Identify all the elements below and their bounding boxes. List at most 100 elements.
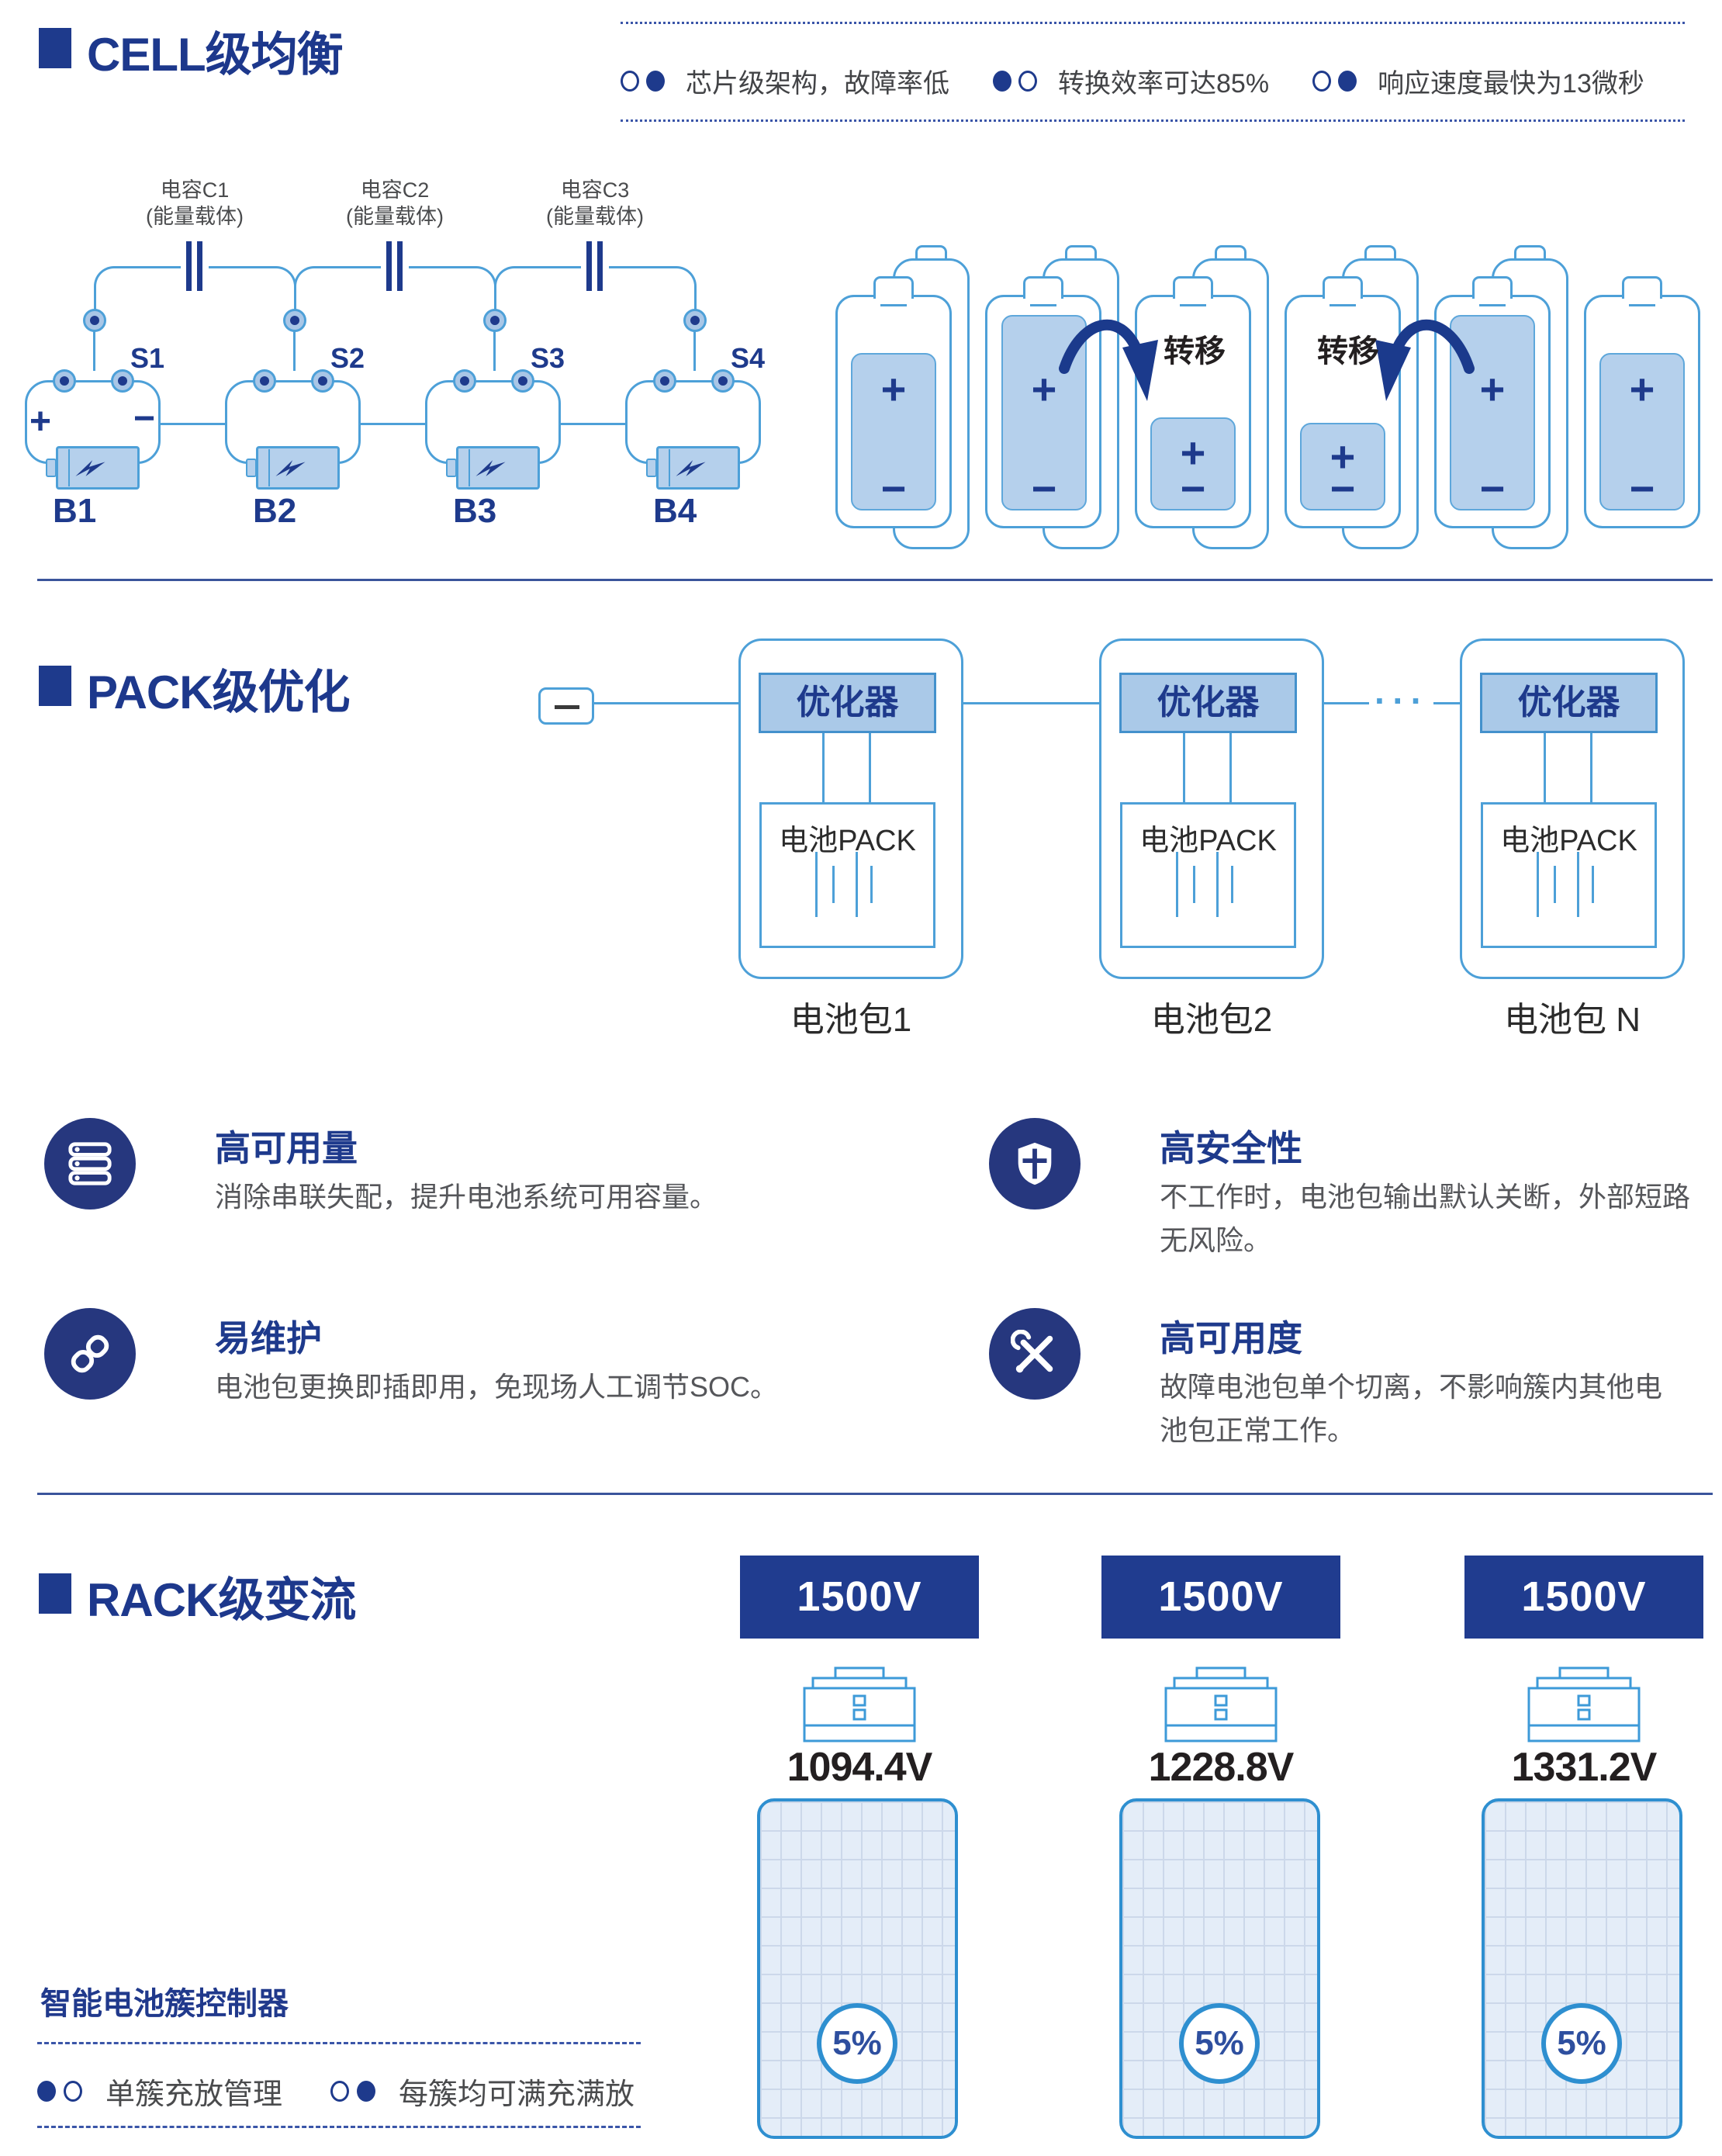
battery-pack-label: 电池PACK bbox=[1500, 825, 1637, 857]
charge-level bbox=[851, 353, 936, 510]
wire bbox=[963, 702, 1099, 704]
battery-cap-dash bbox=[880, 304, 907, 306]
highlight-text: 响应速度最快为13微秒 bbox=[1378, 69, 1644, 99]
battery-symbol-line bbox=[1577, 852, 1579, 917]
battery-cap bbox=[1622, 276, 1662, 299]
wire bbox=[1433, 702, 1460, 704]
battery-rack bbox=[757, 1798, 958, 2139]
wire bbox=[1324, 702, 1369, 704]
wire bbox=[869, 733, 871, 803]
battery-frame-cap bbox=[1215, 245, 1247, 262]
plus-label: + bbox=[1330, 432, 1356, 481]
wire bbox=[493, 330, 496, 371]
dotted-divider bbox=[621, 119, 1685, 122]
dashed-divider bbox=[37, 2126, 641, 2128]
dot-filled-icon bbox=[993, 71, 1011, 92]
capacitor-label: 电容C1(能量载体) bbox=[146, 178, 244, 228]
battery-symbol-line bbox=[832, 866, 835, 903]
lightning-icon bbox=[275, 460, 306, 476]
battery-terminal bbox=[46, 459, 57, 477]
highlight-text: 芯片级架构，故障率低 bbox=[686, 69, 949, 99]
plus-label: + bbox=[1629, 365, 1655, 414]
section-title-rack: RACK级变流 bbox=[87, 1574, 356, 1626]
battery-pack-box bbox=[1481, 802, 1657, 948]
rack-voltage-label: 1228.8V bbox=[1148, 1745, 1295, 1790]
capacitor-gap bbox=[181, 264, 209, 272]
terminal-icon bbox=[283, 309, 306, 332]
battery-label: B1 bbox=[53, 492, 97, 530]
minus-label: − bbox=[1180, 464, 1206, 513]
terminal-icon bbox=[653, 369, 676, 393]
minus-label: − bbox=[133, 398, 156, 439]
wire bbox=[822, 733, 825, 803]
voltage-box: 1500V bbox=[1464, 1556, 1703, 1639]
rack-voltage-label: 1331.2V bbox=[1511, 1745, 1658, 1790]
battery-cap bbox=[1173, 276, 1213, 299]
switch-label: S3 bbox=[531, 342, 565, 374]
server-icon bbox=[68, 1142, 112, 1185]
battery-symbol-line bbox=[1592, 866, 1594, 903]
battery-cell-divider bbox=[469, 449, 470, 486]
battery-frame-cap bbox=[1514, 245, 1546, 262]
battery-cap-dash bbox=[1330, 304, 1356, 306]
lightning-icon bbox=[475, 460, 506, 476]
capacitor-gap bbox=[581, 264, 609, 272]
battery-cell-divider bbox=[669, 449, 670, 486]
battery-cell-icon bbox=[456, 446, 540, 490]
pack-group-label: 电池包 N bbox=[1504, 1001, 1641, 1039]
lightning-icon bbox=[75, 460, 105, 476]
terminal-icon bbox=[53, 369, 76, 393]
dot-outline-icon bbox=[1312, 71, 1332, 92]
section-marker-square bbox=[39, 28, 71, 68]
capacitor-icon bbox=[386, 241, 392, 291]
battery-terminal bbox=[246, 459, 257, 477]
battery-cell-icon bbox=[256, 446, 340, 490]
pack-group-label: 电池包2 bbox=[1150, 1001, 1273, 1039]
battery-cap bbox=[873, 276, 914, 299]
optimizer-box: 优化器 bbox=[759, 673, 936, 733]
feature-icon-circle bbox=[989, 1308, 1081, 1400]
feature-icon-circle bbox=[44, 1118, 136, 1210]
wire bbox=[561, 423, 625, 425]
rack-voltage-label: 1094.4V bbox=[787, 1745, 933, 1790]
soc-badge: 5% bbox=[1541, 2003, 1622, 2084]
charge-level bbox=[1300, 423, 1385, 510]
feature-body: 故障电池包单个切离，不影响簇内其他电池包正常工作。 bbox=[1160, 1371, 1663, 1446]
dotted-divider bbox=[621, 22, 1685, 24]
wire bbox=[594, 702, 738, 704]
capacitor-icon bbox=[597, 241, 603, 291]
rack-highlights: 单簇充放管理 每簇均可满充满放 bbox=[37, 2070, 635, 2113]
converter-icon bbox=[803, 1666, 916, 1742]
terminal-icon bbox=[683, 309, 707, 332]
feature-title: 高安全性 bbox=[1160, 1128, 1302, 1168]
dot-filled-icon bbox=[357, 2081, 376, 2102]
terminal-icon bbox=[483, 309, 507, 332]
transfer-label: 转移 bbox=[1164, 334, 1226, 369]
terminal-icon bbox=[111, 369, 134, 393]
converter-icon bbox=[1164, 1666, 1278, 1742]
battery-terminal bbox=[446, 459, 457, 477]
negative-terminal-node bbox=[538, 687, 594, 725]
section-marker-square bbox=[39, 1573, 71, 1614]
transfer-arrows bbox=[1059, 319, 1475, 401]
capacitor-label: 电容C2(能量载体) bbox=[346, 178, 444, 228]
voltage-box: 1500V bbox=[1101, 1556, 1340, 1639]
wire bbox=[693, 330, 696, 371]
battery-label: B3 bbox=[453, 492, 497, 530]
battery-symbol-line bbox=[870, 866, 873, 903]
battery-cell-divider bbox=[68, 449, 70, 486]
battery-cap-dash bbox=[1479, 304, 1506, 306]
battery-cell-icon bbox=[56, 446, 140, 490]
highlight-text: 单簇充放管理 bbox=[105, 2078, 283, 2111]
feature-icon-circle bbox=[989, 1118, 1081, 1210]
switch-label: S4 bbox=[731, 342, 766, 374]
plus-label: + bbox=[29, 401, 52, 442]
capacitor-icon bbox=[197, 241, 202, 291]
soc-badge: 5% bbox=[1179, 2003, 1260, 2084]
section-marker-square bbox=[39, 666, 71, 706]
dot-outline-icon bbox=[1018, 71, 1037, 92]
wire bbox=[361, 423, 425, 425]
battery-symbol-line bbox=[1193, 866, 1195, 903]
wire bbox=[93, 330, 95, 371]
